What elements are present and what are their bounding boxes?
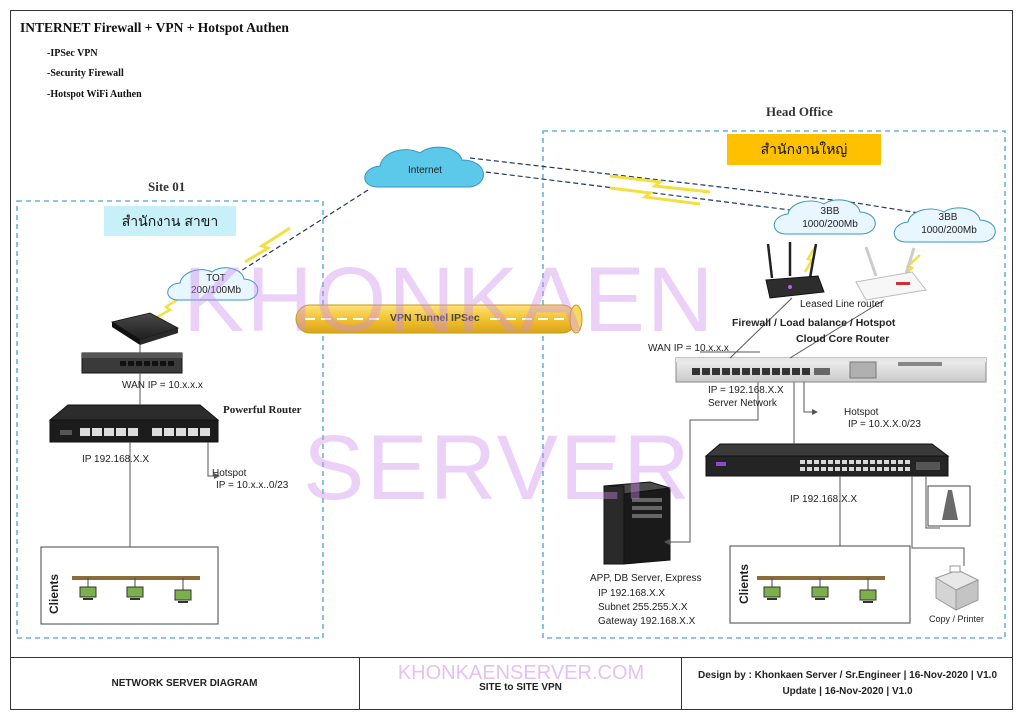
site01-router-label: Powerful Router	[223, 404, 302, 416]
ho-links	[670, 297, 965, 566]
bullet-ipsec: -IPSec VPN	[47, 48, 98, 59]
ho-wan-ip: WAN IP = 10.x.x.x	[648, 343, 729, 354]
site01-heading: Site 01	[148, 179, 186, 194]
leased-line-label: Leased Line router	[800, 299, 884, 310]
site01-wan-ip: WAN IP = 10.x.x.x	[122, 380, 203, 391]
footer-vpn-type: SITE to SITE VPN	[479, 682, 562, 693]
ho-server-tower	[603, 481, 671, 565]
site01-clients-label: Clients	[47, 573, 61, 614]
lightning-bolt-5	[803, 246, 817, 273]
ho-client-pcs	[763, 578, 877, 603]
vpn-tunnel-label: VPN Tunnel IPSec	[390, 312, 480, 324]
ho-server-ip: IP = 192.168.X.X	[708, 385, 784, 396]
bullet-firewall: -Security Firewall	[47, 68, 124, 79]
internet-label: Internet	[408, 165, 442, 176]
site01-clients-box	[40, 546, 219, 625]
ho-cloud-core-router	[675, 357, 987, 383]
ho-printer	[934, 565, 980, 611]
footer-watermark: KHONKAENSERVER.COM	[397, 662, 645, 684]
printer-label: Copy / Printer	[929, 614, 985, 624]
footer-vpn-cell: SITE to SITE VPN	[360, 658, 682, 709]
ccr-label: Cloud Core Router	[796, 333, 890, 345]
footer-divider	[10, 657, 1013, 658]
3bb-cloud-1	[773, 199, 876, 235]
diagram-title: INTERNET Firewall + VPN + Hotspot Authen	[20, 20, 289, 35]
headoffice-heading: Head Office	[766, 104, 833, 119]
lightning-bolt-1	[244, 226, 291, 264]
ho-server-network: Server Network	[708, 398, 777, 409]
footer-design-cell: Design by : Khonkaen Server / Sr.Enginee…	[682, 658, 1013, 709]
site01-lan-ip: IP 192.168.X.X	[82, 454, 150, 465]
ho-hotspot-label: Hotspot	[844, 407, 879, 418]
headoffice-thai-label: สำนักงานใหญ่	[727, 134, 881, 165]
tot-cloud	[167, 267, 259, 301]
lightning-bolt-3	[609, 186, 701, 206]
3bb2-label: 3BB	[938, 212, 958, 223]
site01-switch	[81, 352, 183, 374]
watermark-server: SERVER	[303, 417, 692, 519]
tot-label: TOT	[206, 273, 226, 284]
watermark-khonkaen: KHONKAEN	[183, 249, 716, 351]
site01-hotspot-arrow	[207, 442, 214, 477]
ho-server-line-4: Gateway 192.168.X.X	[598, 616, 696, 627]
site01-client-pcs	[79, 578, 192, 603]
3bb-cloud-2	[893, 207, 996, 243]
ho-leased-line-router-white	[855, 246, 927, 301]
site01-powerful-router	[48, 404, 220, 443]
3bb2-speed: 1000/200Mb	[921, 225, 977, 236]
3bb1-label: 3BB	[820, 206, 840, 217]
site01-thai-label: สำนักงาน สาขา	[104, 206, 236, 236]
3bb1-speed: 1000/200Mb	[802, 219, 858, 230]
ho-server-line-2: IP 192.168.X.X	[598, 588, 666, 599]
ho-switch-ip: IP 192.168.X.X	[790, 494, 858, 505]
site01-hotspot-label: Hotspot	[212, 468, 247, 479]
ho-access-point	[927, 485, 971, 527]
site01-hotspot-ip: IP = 10.x.x..0/23	[216, 480, 289, 491]
ho-clients-label: Clients	[737, 563, 751, 604]
ho-server-line-1: APP, DB Server, Express	[590, 573, 702, 584]
vpn-tunnel	[295, 304, 583, 334]
lightning-bolt-4	[154, 296, 181, 320]
ho-core-switch	[704, 443, 950, 477]
tot-speed: 200/100Mb	[190, 285, 242, 296]
ho-hotspot-ip: IP = 10.X.X.0/23	[848, 419, 921, 430]
site01-boundary	[16, 200, 324, 639]
ho-leased-line-router-black	[765, 242, 825, 299]
bullet-hotspot: -Hotspot WiFi Authen	[47, 89, 142, 100]
internet-cloud	[364, 146, 484, 188]
headoffice-boundary	[542, 130, 1006, 639]
footer-diagram-name: NETWORK SERVER DIAGRAM	[10, 658, 360, 709]
diagram-frame	[10, 10, 1013, 710]
ho-server-line-3: Subnet 255.255.X.X	[598, 602, 688, 613]
footer-update: Update | 16-Nov-2020 | V1.0	[782, 685, 913, 697]
site01-modem	[110, 312, 180, 345]
footer-design-by: Design by : Khonkaen Server / Sr.Enginee…	[697, 669, 998, 681]
firewall-label: Firewall / Load balance / Hotspot	[732, 317, 896, 329]
lightning-bolt-2	[609, 174, 711, 194]
